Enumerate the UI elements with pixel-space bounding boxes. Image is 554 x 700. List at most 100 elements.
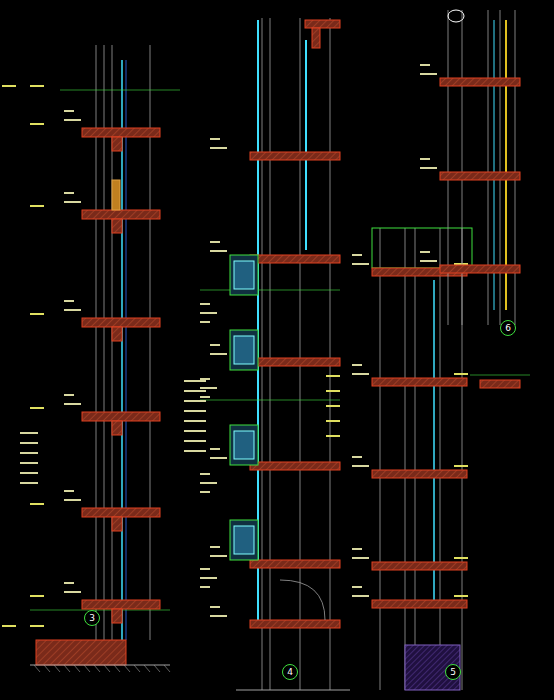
- callout-number: 3: [89, 613, 95, 623]
- dimension-tick: [477, 597, 483, 603]
- note-mark: [210, 457, 227, 459]
- floor-slab: [250, 358, 340, 366]
- level-line: [44, 90, 96, 91]
- table-mark: [20, 452, 38, 454]
- dimension-tick: [349, 437, 355, 443]
- note-mark: [64, 591, 81, 593]
- beam: [112, 327, 122, 341]
- dimension-line: [56, 90, 57, 630]
- level-line: [468, 562, 520, 563]
- level-mark: [30, 595, 44, 597]
- table-mark: [20, 472, 38, 474]
- note-mark: [352, 456, 362, 458]
- note-mark: [200, 396, 210, 398]
- grid-line: [60, 90, 180, 91]
- window-box: [230, 425, 258, 465]
- wall-line: [380, 228, 381, 690]
- level-mark: [454, 465, 468, 467]
- table-mark: [20, 462, 38, 464]
- floor-slab: [82, 210, 160, 219]
- ground-hatch: [124, 665, 130, 672]
- note-mark: [352, 557, 369, 559]
- level-line: [340, 425, 392, 426]
- wall-line: [515, 10, 516, 325]
- note-mark: [420, 73, 437, 75]
- floor-slab: [82, 600, 160, 609]
- level-line: [44, 210, 96, 211]
- note-mark: [420, 64, 430, 66]
- table-mark: [184, 400, 206, 402]
- note-mark: [200, 473, 210, 475]
- floor-slab: [440, 78, 520, 86]
- window-glass: [234, 336, 254, 364]
- grid-line: [200, 400, 340, 401]
- note-mark: [200, 586, 210, 588]
- note-mark: [64, 192, 74, 194]
- ground-line: [236, 690, 350, 691]
- note-mark: [210, 546, 220, 548]
- callout-circle: 5: [445, 664, 461, 680]
- foundation: [36, 640, 126, 665]
- callout-number: 6: [505, 323, 511, 333]
- wall-line: [488, 10, 489, 325]
- note-mark: [200, 303, 210, 305]
- table-mark: [20, 482, 38, 484]
- ground-hatch: [74, 665, 80, 672]
- floor-slab: [82, 508, 160, 517]
- dimension-line: [480, 268, 481, 600]
- ground-hatch: [104, 665, 110, 672]
- note-mark: [352, 254, 362, 256]
- note-mark: [200, 491, 210, 493]
- wall-line: [270, 18, 271, 690]
- note-mark: [210, 615, 227, 617]
- window-glass: [234, 261, 254, 289]
- level-line: [340, 395, 392, 396]
- floor-slab: [250, 620, 340, 628]
- dimension-tick: [349, 422, 355, 428]
- floor-slab: [372, 470, 467, 478]
- window-box: [230, 330, 258, 370]
- note-mark: [64, 110, 74, 112]
- floor-slab: [250, 560, 340, 568]
- note-mark: [420, 251, 430, 253]
- ground-hatch: [114, 665, 120, 672]
- note-mark: [352, 586, 362, 588]
- dimension-tick: [53, 597, 59, 603]
- wall-line: [262, 18, 263, 690]
- floor-slab: [440, 265, 520, 273]
- level-mark: [454, 595, 468, 597]
- level-line: [468, 470, 520, 471]
- note-mark: [210, 250, 227, 252]
- ground-hatch: [44, 665, 50, 672]
- level-line: [16, 630, 68, 631]
- note-mark: [200, 387, 217, 389]
- note-mark: [210, 241, 220, 243]
- glazing-line: [305, 40, 307, 250]
- window-box: [230, 520, 258, 560]
- note-mark: [420, 158, 430, 160]
- level-line: [468, 600, 520, 601]
- note-mark: [210, 344, 220, 346]
- note-mark: [352, 465, 369, 467]
- floor-slab: [372, 378, 467, 386]
- ground-hatch: [34, 665, 40, 672]
- wall-line: [462, 10, 463, 325]
- grid-line: [470, 375, 530, 376]
- stair-hatch: [405, 645, 460, 690]
- level-mark: [30, 625, 44, 627]
- floor-slab: [82, 128, 160, 137]
- note-mark: [210, 555, 227, 557]
- table-mark: [20, 432, 38, 434]
- dimension-tick: [53, 409, 59, 415]
- window-glass: [234, 526, 254, 554]
- note-mark: [352, 548, 362, 550]
- dimension-tick: [477, 559, 483, 565]
- callout-circle: 3: [84, 610, 100, 626]
- level-line: [44, 412, 96, 413]
- floor-slab: [440, 172, 520, 180]
- note-mark: [64, 201, 81, 203]
- detail-slab: [480, 380, 520, 388]
- grid-line: [200, 290, 340, 291]
- note-mark: [210, 138, 220, 140]
